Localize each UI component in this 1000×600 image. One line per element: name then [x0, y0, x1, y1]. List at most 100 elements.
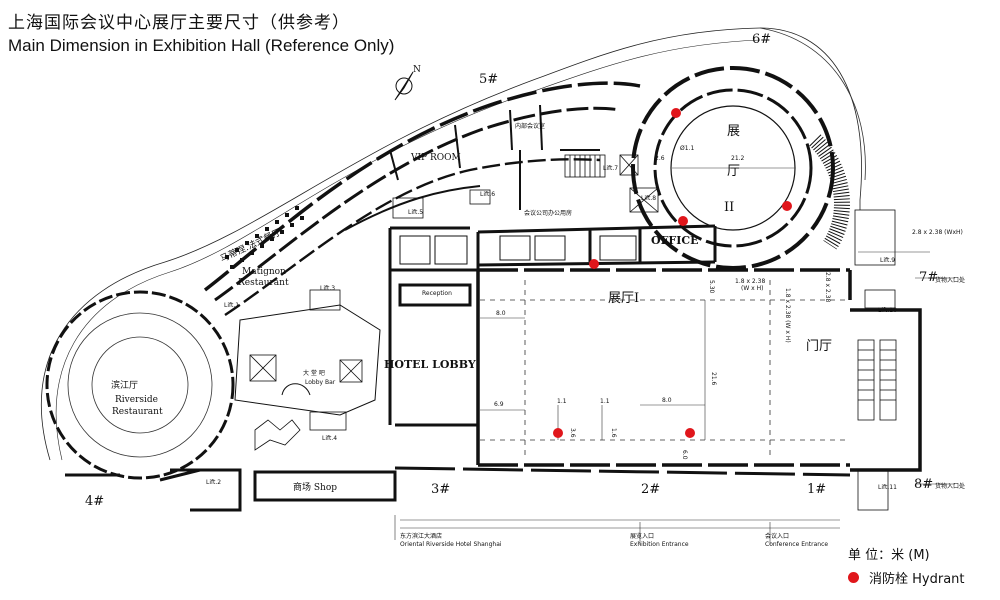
lift-9-label: Lift.9 [880, 257, 895, 264]
legend-unit: 单 位：米 (M) [848, 547, 930, 563]
dim-column-d: 1.6 [610, 428, 617, 438]
hydrant-icon [848, 571, 859, 583]
lift-2-label: Lift.2 [206, 479, 221, 486]
hotel-entrance-en: Oriental Riverside Hotel Shanghai [400, 541, 502, 548]
matignon-en-label-2: Restaurant [238, 278, 289, 288]
hotel-entrance-cn: 东方滨江大酒店 [400, 532, 442, 540]
escalators [854, 209, 897, 511]
hall1-dimension-lines [480, 300, 706, 440]
conference-entrance-en: Conference Entrance [765, 541, 828, 548]
lift-10-label: Lift.10 [878, 307, 897, 314]
internal-meeting-label: 内部会议室 [515, 122, 545, 130]
conference-entrance-cn: 会议入口 [765, 532, 789, 540]
hydrant-marker [553, 428, 563, 438]
hall2-roman: II [724, 200, 734, 215]
riverside-mid-ring [67, 312, 213, 458]
vip-room-walls [389, 104, 600, 210]
dim-ceiling: 5.30 [708, 280, 715, 294]
dim-door-main: 1.8 x 2.38 [735, 278, 765, 285]
dim-hall1-mid: 8.0 [662, 397, 672, 404]
lift-5-label: Lift.5 [408, 209, 423, 216]
dim-column-a: 1.1 [557, 398, 567, 405]
lift-4-label: Lift.4 [322, 435, 337, 442]
entrance-8: 8# [914, 477, 933, 492]
legend-hydrant: 消防栓 Hydrant [869, 571, 965, 587]
core-rooms [399, 235, 637, 265]
legend: 单 位：米 (M) 消防栓 Hydrant [848, 541, 965, 589]
matignon-cn-label: 马蒂涅.法式餐厅 [218, 226, 283, 265]
shop-label: 商场 Shop [293, 481, 337, 493]
hall2-stair-fan [809, 134, 850, 250]
hall1-walls [476, 268, 922, 472]
hotel-lobby-label: HOTEL LOBBY [384, 358, 476, 371]
vip-room-label: VIP ROOM [410, 153, 461, 163]
lift-6-label: Lift.6 [480, 191, 495, 198]
dim-hall1-low: 6.9 [494, 401, 504, 408]
lift-7-label: Lift.7 [603, 165, 618, 172]
inner-boundary [55, 39, 761, 461]
riverside-en-label-2: Restaurant [112, 407, 163, 417]
riverside-wall [65, 468, 201, 482]
hydrant-marker [782, 201, 792, 211]
entrance-7: 7# [919, 270, 938, 285]
north-wing-outer-wall [203, 81, 641, 292]
dim-column-e: 6.0 [681, 450, 688, 460]
title-english: Main Dimension in Exhibition Hall (Refer… [8, 36, 395, 55]
north-wing-inner-wall [214, 106, 621, 302]
hall1-label: 展厅I [608, 291, 639, 306]
title-chinese: 上海国际会议中心展厅主要尺寸（供参考） [8, 13, 350, 33]
hall2-mid-wall [653, 88, 813, 248]
hydrants [553, 108, 792, 438]
dim-door-vertical-2: 2.8 x 2.38 [824, 272, 831, 302]
compass-icon [394, 71, 414, 101]
north-wing-corridor [224, 158, 601, 316]
hall1-column-lines [480, 280, 845, 460]
company-office-label: 会议公司办公用房 [524, 209, 572, 217]
dim-door-vertical: 1.8 x 2.38 (W x H) [784, 288, 791, 343]
office-label: OFFICE [651, 234, 699, 247]
cargo-entrance-label-1: 货物入口处 [935, 276, 965, 284]
lift-11-label: Lift.11 [878, 484, 897, 491]
dim-diameter: Ø1.1 [680, 145, 694, 152]
matignon-tables [225, 206, 304, 269]
dim-hall1-height: 21.6 [710, 372, 717, 386]
north-wing-partition [344, 185, 481, 231]
lift-8-label: Lift.8 [641, 195, 656, 202]
entrance-5: 5# [479, 72, 498, 87]
hydrant-marker [671, 108, 681, 118]
dim-hall2-width: 21.2 [731, 155, 745, 162]
riverside-en-label-1: Riverside [115, 395, 158, 405]
lift-3-label: Lift.3 [320, 285, 335, 292]
reception-label: Reception [422, 290, 452, 297]
exhibition-entrance-en: Exhibition Entrance [630, 541, 689, 548]
lobby-furniture [249, 289, 363, 451]
outer-boundary [41, 27, 862, 461]
entrance-6: 6# [752, 32, 771, 47]
hall2-label-top: 展 [727, 124, 740, 139]
exhibition-entrance-cn: 展览入口 [630, 532, 654, 540]
hotel-lobby-walls [170, 270, 851, 512]
entrance-markers [394, 251, 955, 545]
dim-hall1-left: 8.0 [496, 310, 506, 317]
hall2-label-bottom: 厅 [727, 164, 740, 179]
lobby-bar-cn-label: 大 堂 吧 [303, 369, 325, 377]
legend-unit-row: 单 位：米 (M) [848, 541, 965, 565]
riverside-cn-label: 滨江厅 [111, 379, 138, 391]
entrance-1: 1# [807, 482, 826, 497]
matignon-en-label-1: Matignon [242, 267, 286, 277]
dim-door-right: 2.8 x 2.38 (WxH) [912, 229, 963, 236]
riverside-inner-ring [91, 336, 189, 434]
dim-door-main-sub: (W x H) [741, 285, 764, 292]
lift-1-label: Lift.1 [224, 302, 239, 309]
cargo-entrance-label-2: 货物入口处 [935, 482, 965, 490]
dim-hall2-small: 2.6 [655, 155, 665, 162]
outer-curve-east [759, 27, 866, 181]
hydrant-marker [589, 259, 599, 269]
stair-blocks [392, 154, 659, 219]
hydrant-marker [685, 428, 695, 438]
dim-column-b: 1.1 [600, 398, 610, 405]
entrance-3: 3# [431, 482, 450, 497]
entrance-4: 4# [85, 494, 104, 509]
